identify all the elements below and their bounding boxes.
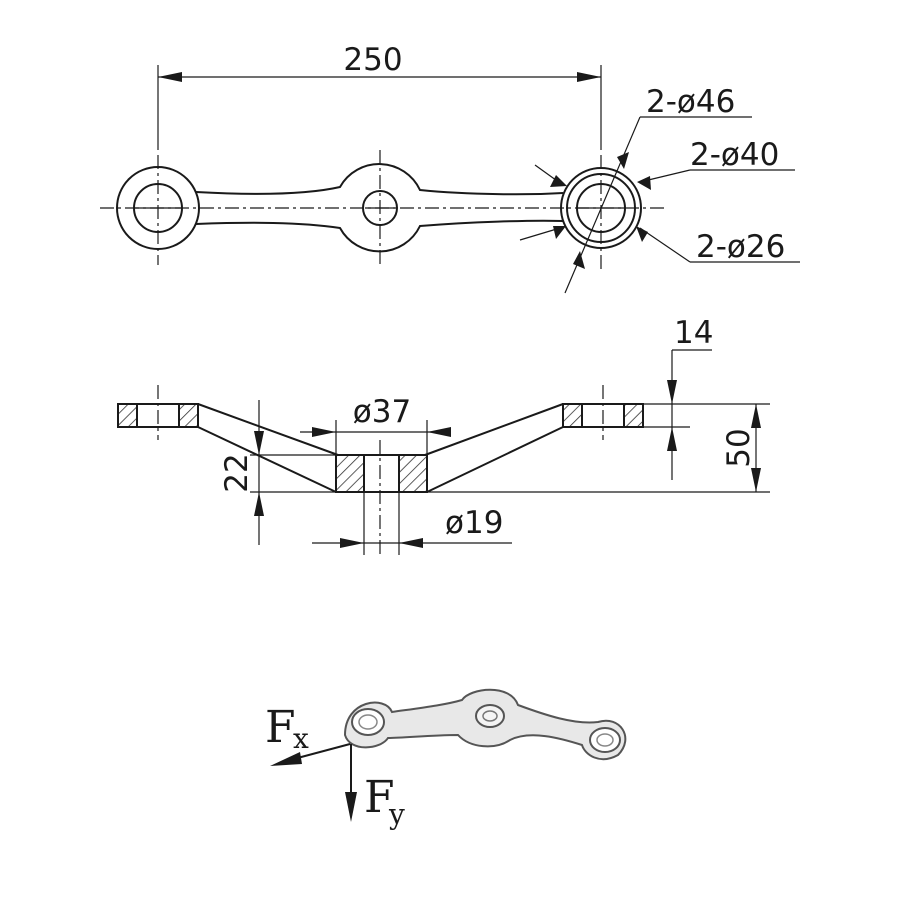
hole-dia-label: 2-ø26: [696, 229, 785, 265]
left-eye-3d: [351, 708, 385, 736]
fy-force-arrow: F y: [345, 744, 405, 831]
center-boss-section: [335, 454, 428, 493]
height-dimension: 50: [721, 404, 761, 492]
thickness-label: 14: [674, 315, 713, 351]
right-arm: [424, 403, 564, 493]
boss-dia-label: ø37: [353, 394, 411, 430]
side-view: 14 50 22 ø37: [117, 315, 770, 555]
center-height-dimension: 22: [219, 400, 264, 545]
fy-subscript: y: [388, 798, 405, 831]
center-eye-3d: [475, 704, 505, 728]
center-height-label: 22: [219, 453, 255, 492]
mid-dia-label: 2-ø40: [690, 137, 779, 173]
fx-subscript: x: [293, 722, 309, 755]
spider-arm-outline: [195, 163, 564, 253]
diameter-leaders: 2-ø46 2-ø40 2-ø26: [519, 84, 800, 294]
fy-label: F: [364, 772, 395, 823]
hole-dia-side-label: ø19: [445, 505, 503, 541]
left-arm: [197, 403, 339, 493]
outer-dia-label: 2-ø46: [646, 84, 735, 120]
height-label: 50: [721, 428, 757, 467]
isometric-sketch: F x F y: [265, 688, 627, 831]
top-view: 250 2-ø46: [100, 42, 800, 294]
length-dimension: 250: [157, 42, 602, 150]
right-eye-3d: [589, 727, 621, 753]
hole-diameter-dimension: ø19: [312, 492, 512, 555]
boss-diameter-dimension: ø37: [300, 394, 451, 455]
thickness-dimension: 14: [667, 315, 713, 480]
fx-label: F: [265, 702, 296, 753]
fx-force-arrow: F x: [265, 702, 351, 766]
length-dim-label: 250: [343, 42, 402, 78]
